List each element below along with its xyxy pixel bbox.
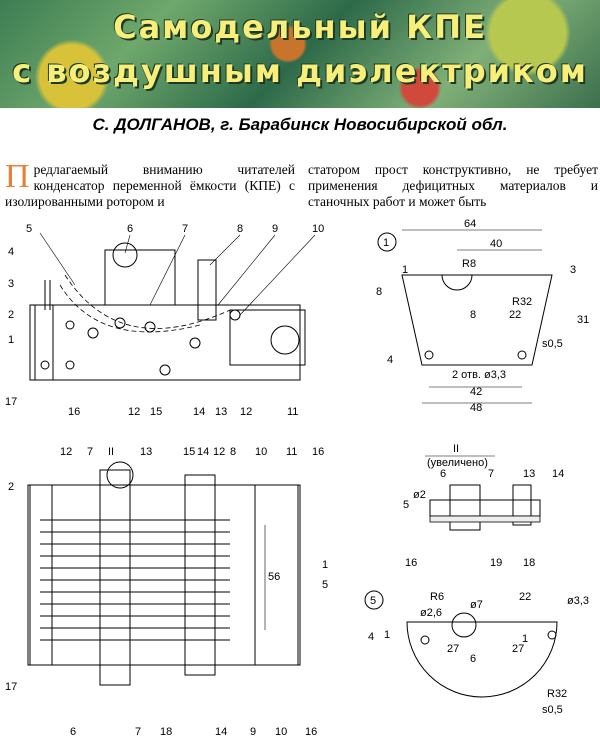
detail-II-label-d2: ø2: [413, 489, 426, 501]
dim-d26: ø2,6: [420, 607, 442, 619]
label-13: 13: [215, 406, 227, 418]
dim-4-5: 4: [368, 631, 374, 643]
detail-II-label-14: 14: [552, 468, 564, 480]
assembly-side-view: 5 6 7 8 9 10 4 3 2 1 17 16 12 15 14 13 1…: [5, 223, 324, 418]
label-11: 11: [287, 406, 298, 418]
dim-8-left: 8: [376, 286, 382, 298]
top-label-16: 16: [312, 446, 324, 458]
label-8: 8: [237, 223, 243, 235]
label-16: 16: [68, 406, 80, 418]
dim-27-right: 27: [512, 643, 524, 655]
detail-II-label-19: 19: [490, 557, 502, 569]
right-label-1: 1: [322, 559, 328, 571]
label-12a: 12: [128, 406, 140, 418]
label-12b: 12: [240, 406, 252, 418]
capacitor-plates: [40, 519, 230, 641]
title-line-1: Самодельный КПЕ: [113, 8, 487, 46]
title-banner: Самодельный КПЕ с воздушным диэлектриком: [0, 0, 600, 110]
top-label-7: 7: [87, 446, 93, 458]
dim-R6: R6: [430, 591, 444, 603]
bottom-label-14: 14: [215, 726, 227, 738]
detail-1-number: 1: [383, 237, 389, 249]
dim-holes: 2 отв. ø3,3: [452, 369, 506, 381]
detail-II-label-18: 18: [523, 557, 535, 569]
label-6: 6: [127, 223, 133, 235]
label-10: 10: [312, 223, 324, 235]
bottom-label-9: 9: [250, 726, 256, 738]
label-2: 2: [8, 309, 14, 321]
dim-4: 4: [387, 354, 393, 366]
top-label-14: 14: [197, 446, 209, 458]
top-label-II: II: [108, 446, 114, 458]
dim-R32-5: R32: [547, 688, 567, 700]
drop-cap: П: [5, 158, 30, 195]
detail-II-label-16: 16: [405, 557, 417, 569]
dim-1-b: 1: [522, 633, 528, 645]
detail-II-label-7: 7: [488, 468, 494, 480]
bottom-label-7: 7: [135, 726, 141, 738]
detail-II-title: II: [453, 443, 459, 455]
text-column-right: статором прост конструктивно, не требует…: [308, 162, 598, 210]
label-4: 4: [8, 246, 14, 258]
dim-R32: R32: [512, 296, 532, 308]
left-label-2: 2: [8, 481, 14, 493]
bottom-label-10: 10: [275, 726, 287, 738]
label-14: 14: [193, 406, 205, 418]
label-7: 7: [182, 223, 188, 235]
dim-d7: ø7: [470, 599, 483, 611]
dim-1: 1: [402, 264, 408, 276]
dim-1-a: 1: [384, 629, 390, 641]
left-label-17: 17: [5, 681, 17, 693]
dim-42: 42: [470, 386, 482, 398]
top-label-15: 15: [183, 446, 195, 458]
dim-48: 48: [470, 402, 482, 414]
label-9: 9: [272, 223, 278, 235]
label-5: 5: [26, 223, 32, 235]
dim-27-left: 27: [447, 643, 459, 655]
dim-64: 64: [464, 218, 476, 230]
detail-1-drawing: 1 64 40 R8 3 8 1 R32 22 8 31 s0,5 4 2 от…: [376, 218, 589, 414]
detail-II-label-5: 5: [403, 499, 409, 511]
title-line-2: с воздушным диэлектриком: [12, 52, 588, 90]
dim-56: 56: [268, 571, 280, 583]
detail-II-label-13: 13: [523, 468, 535, 480]
top-label-11: 11: [286, 446, 297, 458]
detail-II-drawing: II (увеличено) 6 7 13 14 5 ø2 16 19 18: [403, 443, 564, 569]
dim-d33: ø3,3: [567, 595, 589, 607]
label-3: 3: [8, 278, 14, 290]
paragraph-right: статором прост конструктивно, не требует…: [308, 162, 598, 209]
bottom-label-6: 6: [70, 726, 76, 738]
assembly-top-view: 56 12 7 II 13 15 14 12 8 10 11 16 2 17 1…: [5, 446, 328, 738]
paragraph-left: редлагаемый вниманию читателей конденсат…: [5, 162, 295, 209]
dim-22-5: 22: [519, 591, 531, 603]
dim-40: 40: [490, 238, 502, 250]
top-label-12b: 12: [213, 446, 225, 458]
dim-22: 22: [509, 309, 521, 321]
label-15: 15: [150, 406, 162, 418]
top-label-13: 13: [140, 446, 152, 458]
dim-s05: s0,5: [542, 338, 563, 350]
right-label-5: 5: [322, 579, 328, 591]
text-column-left: П редлагаемый вниманию читателей конденс…: [5, 158, 295, 210]
label-17: 17: [5, 396, 17, 408]
detail-5-number: 5: [370, 595, 376, 607]
label-1: 1: [8, 334, 14, 346]
top-label-12: 12: [60, 446, 72, 458]
top-label-10: 10: [255, 446, 267, 458]
dim-s05-5: s0,5: [542, 704, 563, 716]
bottom-label-18: 18: [160, 726, 172, 738]
bottom-label-16: 16: [305, 726, 317, 738]
detail-II-subtitle: (увеличено): [427, 457, 488, 469]
detail-5-drawing: 5 R6 ø7 22 ø3,3 ø2,6 4 1 1 27 6 27 R32 s…: [364, 590, 589, 716]
author-line: С. ДОЛГАНОВ, г. Барабинск Новосибирской …: [0, 108, 600, 140]
dim-6: 6: [470, 653, 476, 665]
dim-R8: R8: [462, 258, 476, 270]
dim-31: 31: [577, 314, 589, 326]
dim-3: 3: [570, 264, 576, 276]
top-label-8: 8: [230, 446, 236, 458]
detail-II-label-6: 6: [440, 468, 446, 480]
dim-8: 8: [470, 309, 476, 321]
